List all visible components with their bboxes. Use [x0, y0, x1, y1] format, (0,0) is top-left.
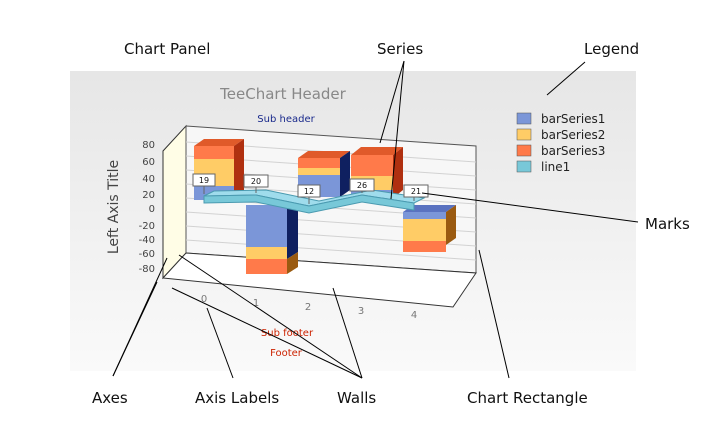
callout-marks: Marks — [645, 215, 690, 233]
bar-side — [287, 252, 298, 274]
callout-axes: Axes — [92, 389, 128, 407]
bar-side — [340, 151, 350, 197]
bar-barSeries3 — [351, 155, 393, 176]
legend-item: barSeries3 — [541, 144, 605, 158]
bar-group-4 — [403, 205, 456, 252]
bar-barSeries3 — [246, 259, 287, 274]
y-tick-labels: 80 60 40 20 0 -20 -40 -60 -80 — [139, 140, 155, 275]
legend-swatch — [516, 112, 532, 125]
bar-barSeries1 — [403, 212, 446, 219]
bar-top — [403, 205, 456, 212]
chart-header: TeeChart Header — [219, 85, 347, 103]
y-tick-label: 20 — [142, 190, 155, 201]
bar-barSeries3 — [403, 241, 446, 252]
callout-chart-panel: Chart Panel — [124, 40, 210, 58]
legend-swatch — [516, 128, 532, 141]
mark-0: 19 — [192, 173, 216, 194]
bar-barSeries3 — [194, 146, 234, 159]
y-tick-label: 0 — [149, 204, 155, 215]
bar-side — [287, 198, 298, 259]
mark-1: 20 — [243, 174, 269, 193]
y-tick-label: 80 — [142, 140, 155, 151]
line1-ribbon-front — [203, 194, 415, 214]
callout-lines — [112, 60, 639, 379]
chart-subfooter: Sub footer — [261, 328, 314, 339]
bar-top — [194, 139, 244, 146]
mark-3: 26 — [349, 178, 375, 193]
y-tick-label: 40 — [142, 174, 155, 185]
mark-2: 12 — [297, 184, 321, 204]
mark-4: 21 — [403, 184, 429, 201]
svg-text:12: 12 — [304, 187, 314, 196]
callout-axis-labels: Axis Labels — [195, 389, 279, 407]
x-tick-label: 3 — [358, 306, 364, 317]
bar-barSeries2 — [298, 168, 340, 175]
y-tick-label: 60 — [142, 157, 155, 168]
svg-text:20: 20 — [251, 177, 261, 186]
bar-side — [393, 147, 403, 198]
x-tick-labels: 0 1 2 3 4 — [201, 294, 417, 321]
legend-item: line1 — [541, 160, 570, 174]
chart-footer: Footer — [270, 348, 303, 359]
callout-chart-rectangle: Chart Rectangle — [467, 389, 588, 407]
chart-subheader: Sub header — [257, 114, 315, 125]
y-tick-label: -20 — [139, 221, 155, 232]
y-tick-label: -40 — [139, 235, 155, 246]
y-tick-label: -60 — [139, 249, 155, 260]
bar-top — [298, 151, 350, 158]
x-tick-label: 4 — [411, 310, 417, 321]
bar-barSeries2 — [246, 247, 287, 259]
bar-barSeries3 — [298, 158, 340, 168]
callout-series: Series — [377, 40, 423, 58]
x-tick-label: 0 — [201, 294, 207, 305]
svg-text:19: 19 — [199, 176, 209, 185]
bar-barSeries2 — [403, 219, 446, 241]
bottom-wall — [161, 252, 477, 308]
left-wall — [162, 124, 187, 280]
y-tick-label: -80 — [139, 264, 155, 275]
bar-top — [351, 147, 403, 155]
svg-text:26: 26 — [357, 181, 367, 190]
bar-side — [446, 205, 456, 245]
legend-swatch — [516, 144, 532, 157]
left-axis-title: Left Axis Title — [106, 160, 122, 254]
legend-item: barSeries1 — [541, 112, 605, 126]
bar-barSeries1 — [246, 205, 287, 247]
legend-item: barSeries2 — [541, 128, 605, 142]
x-tick-label: 1 — [253, 298, 259, 309]
callout-legend: Legend — [584, 40, 639, 58]
legend-swatch — [516, 160, 532, 173]
bar-group-1 — [246, 198, 298, 274]
svg-text:21: 21 — [411, 187, 421, 196]
legend: barSeries1 barSeries2 barSeries3 line1 — [516, 112, 605, 174]
x-tick-label: 2 — [305, 302, 311, 313]
callout-walls: Walls — [337, 389, 376, 407]
bar-side — [234, 139, 244, 200]
